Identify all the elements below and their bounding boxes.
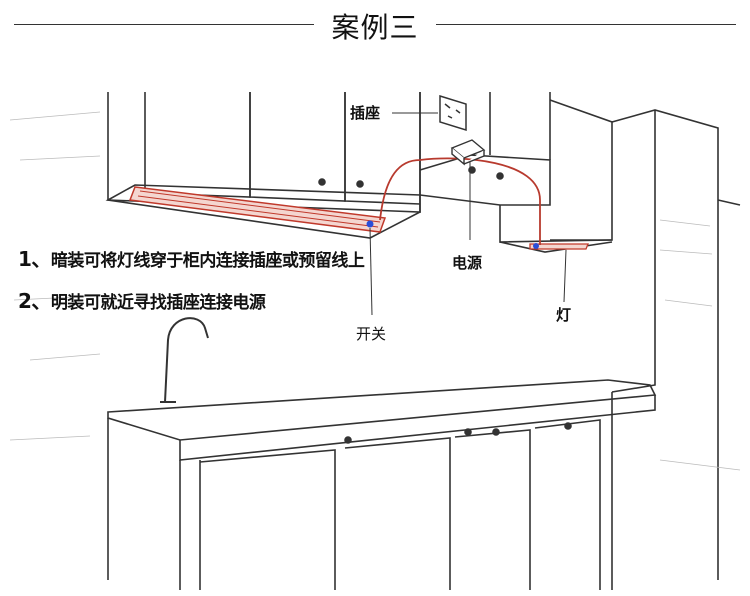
switch-leader xyxy=(369,227,373,316)
wall-texture xyxy=(9,111,741,471)
led-strip-right xyxy=(529,243,589,250)
section-header: 案例三 xyxy=(0,0,750,52)
led-strips xyxy=(128,186,589,250)
note-concealed-install: 1、暗装可将灯线穿于柜内连接插座或预留线上 xyxy=(18,243,365,272)
note-1-number: 1、 xyxy=(18,247,51,271)
power-label: 电源 xyxy=(452,254,483,272)
upper-cabinets xyxy=(105,92,741,580)
switch-dot xyxy=(366,220,374,228)
faucet xyxy=(164,317,209,403)
note-2-text: 明装可就近寻找插座连接电源 xyxy=(50,293,266,313)
switch-dot-right xyxy=(533,243,539,249)
section-title: 案例三 xyxy=(331,11,419,44)
base-cabinets xyxy=(107,379,657,590)
note-2-number: 2、 xyxy=(18,289,51,313)
switch-label: 开关 xyxy=(356,325,387,343)
kitchen-cabinet-sketch xyxy=(9,92,741,590)
header-rule-right xyxy=(436,24,736,25)
header-rule-left xyxy=(14,24,314,25)
power-wire xyxy=(379,157,541,245)
socket-label: 插座 xyxy=(350,104,381,122)
power-adapter-icon xyxy=(450,139,486,166)
socket-icon xyxy=(439,94,467,132)
note-1-text: 暗装可将灯线穿于柜内连接插座或预留线上 xyxy=(50,251,365,271)
light-label: 灯 xyxy=(556,306,572,324)
light-leader xyxy=(563,249,567,303)
note-surface-install: 2、明装可就近寻找插座连接电源 xyxy=(18,285,266,314)
